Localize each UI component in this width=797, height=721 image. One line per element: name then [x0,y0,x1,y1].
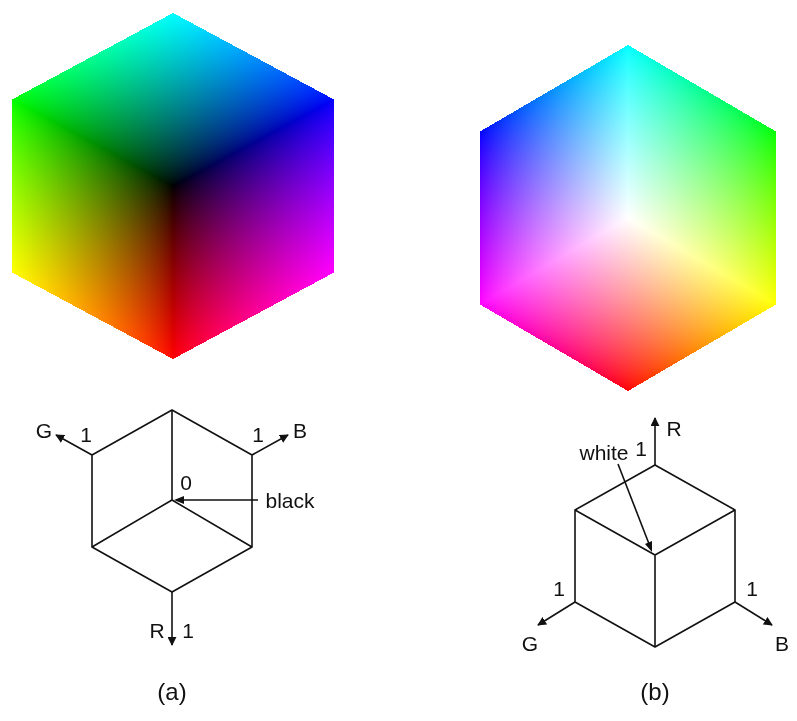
axis-value: 1 [553,578,565,599]
panel-label: (a) [157,680,186,704]
leader-line [176,499,258,501]
r-axis [654,418,656,465]
cube-outline [92,410,252,592]
axis-value: 1 [182,620,194,641]
cube-inner-edges [92,410,252,547]
axis-value: 1 [80,424,92,445]
corner-label: black [265,490,314,511]
color-hexagons [0,0,797,400]
axis-name: R [149,620,164,641]
axis-value: 1 [746,578,758,599]
leader-head [645,541,652,552]
axis-name: B [293,420,307,441]
leader-line [618,464,651,549]
r-axis [171,592,173,645]
axis-value: 1 [252,424,264,445]
b-axis [735,602,772,625]
axis-name: G [522,633,538,654]
axis-value: 1 [635,438,647,459]
axis-name: G [36,420,52,441]
origin-value: 0 [180,472,192,493]
axis-name: B [775,633,789,654]
g-axis [538,602,575,625]
leader-head [174,496,184,504]
corner-label: white [579,442,628,463]
cube-inner-edges [575,510,735,647]
panel-label: (b) [640,680,669,704]
cube-outline [575,465,735,647]
axis-name: R [666,418,681,439]
